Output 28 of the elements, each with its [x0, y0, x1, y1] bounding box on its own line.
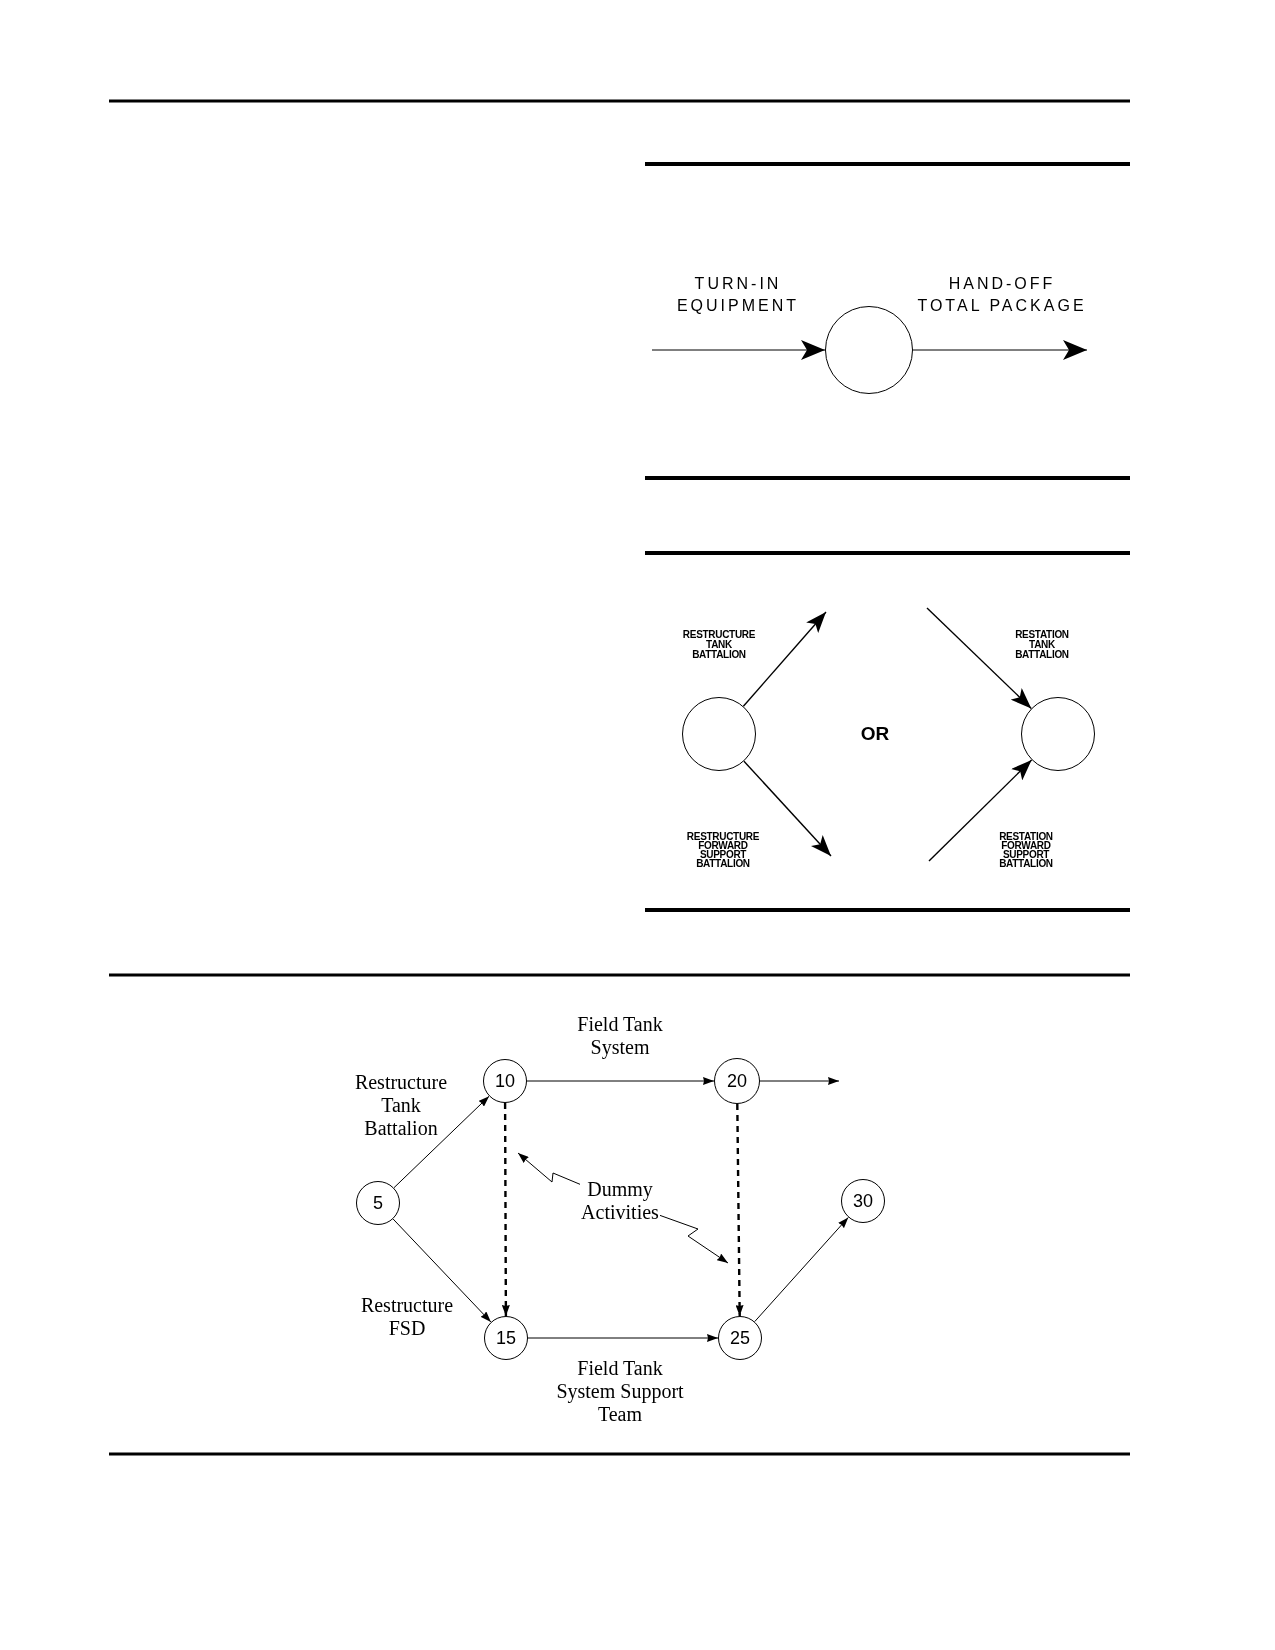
edge-label: RESTATION TANK BATTALION [1014, 630, 1070, 660]
dashed-arrow [735, 1104, 744, 1316]
separator-text: OR [859, 723, 891, 745]
arrow [926, 607, 1032, 710]
edge-label: Restructure Tank Battalion [353, 1071, 449, 1140]
dashed-arrow [501, 1103, 510, 1316]
arrow [526, 1077, 715, 1085]
edge-label: Field Tank System [576, 1013, 664, 1059]
edge-label: RESTATION FORWARD SUPPORT BATTALION [998, 832, 1054, 868]
leader-line [517, 1152, 581, 1185]
arrow [743, 760, 832, 857]
annotation-text: Dummy Activities [580, 1178, 660, 1224]
arrow [742, 611, 827, 707]
arrow [527, 1334, 719, 1342]
arrow [651, 340, 826, 360]
edge-label: TURN-IN EQUIPMENT [675, 274, 801, 316]
arrow [928, 759, 1033, 862]
leader-line [659, 1214, 729, 1264]
arrow [393, 1095, 490, 1189]
arrow [392, 1218, 492, 1323]
edge-label: Restructure FSD [359, 1294, 455, 1340]
arrow [754, 1216, 849, 1323]
edge-label: RESTRUCTURE FORWARD SUPPORT BATTALION [685, 832, 761, 868]
edge-label: Field Tank System Support Team [555, 1357, 685, 1426]
edge-label: HAND-OFF TOTAL PACKAGE [916, 274, 1088, 316]
arrow [912, 340, 1088, 360]
edge-label: RESTRUCTURE TANK BATTALION [681, 630, 757, 660]
arrow [759, 1077, 840, 1085]
